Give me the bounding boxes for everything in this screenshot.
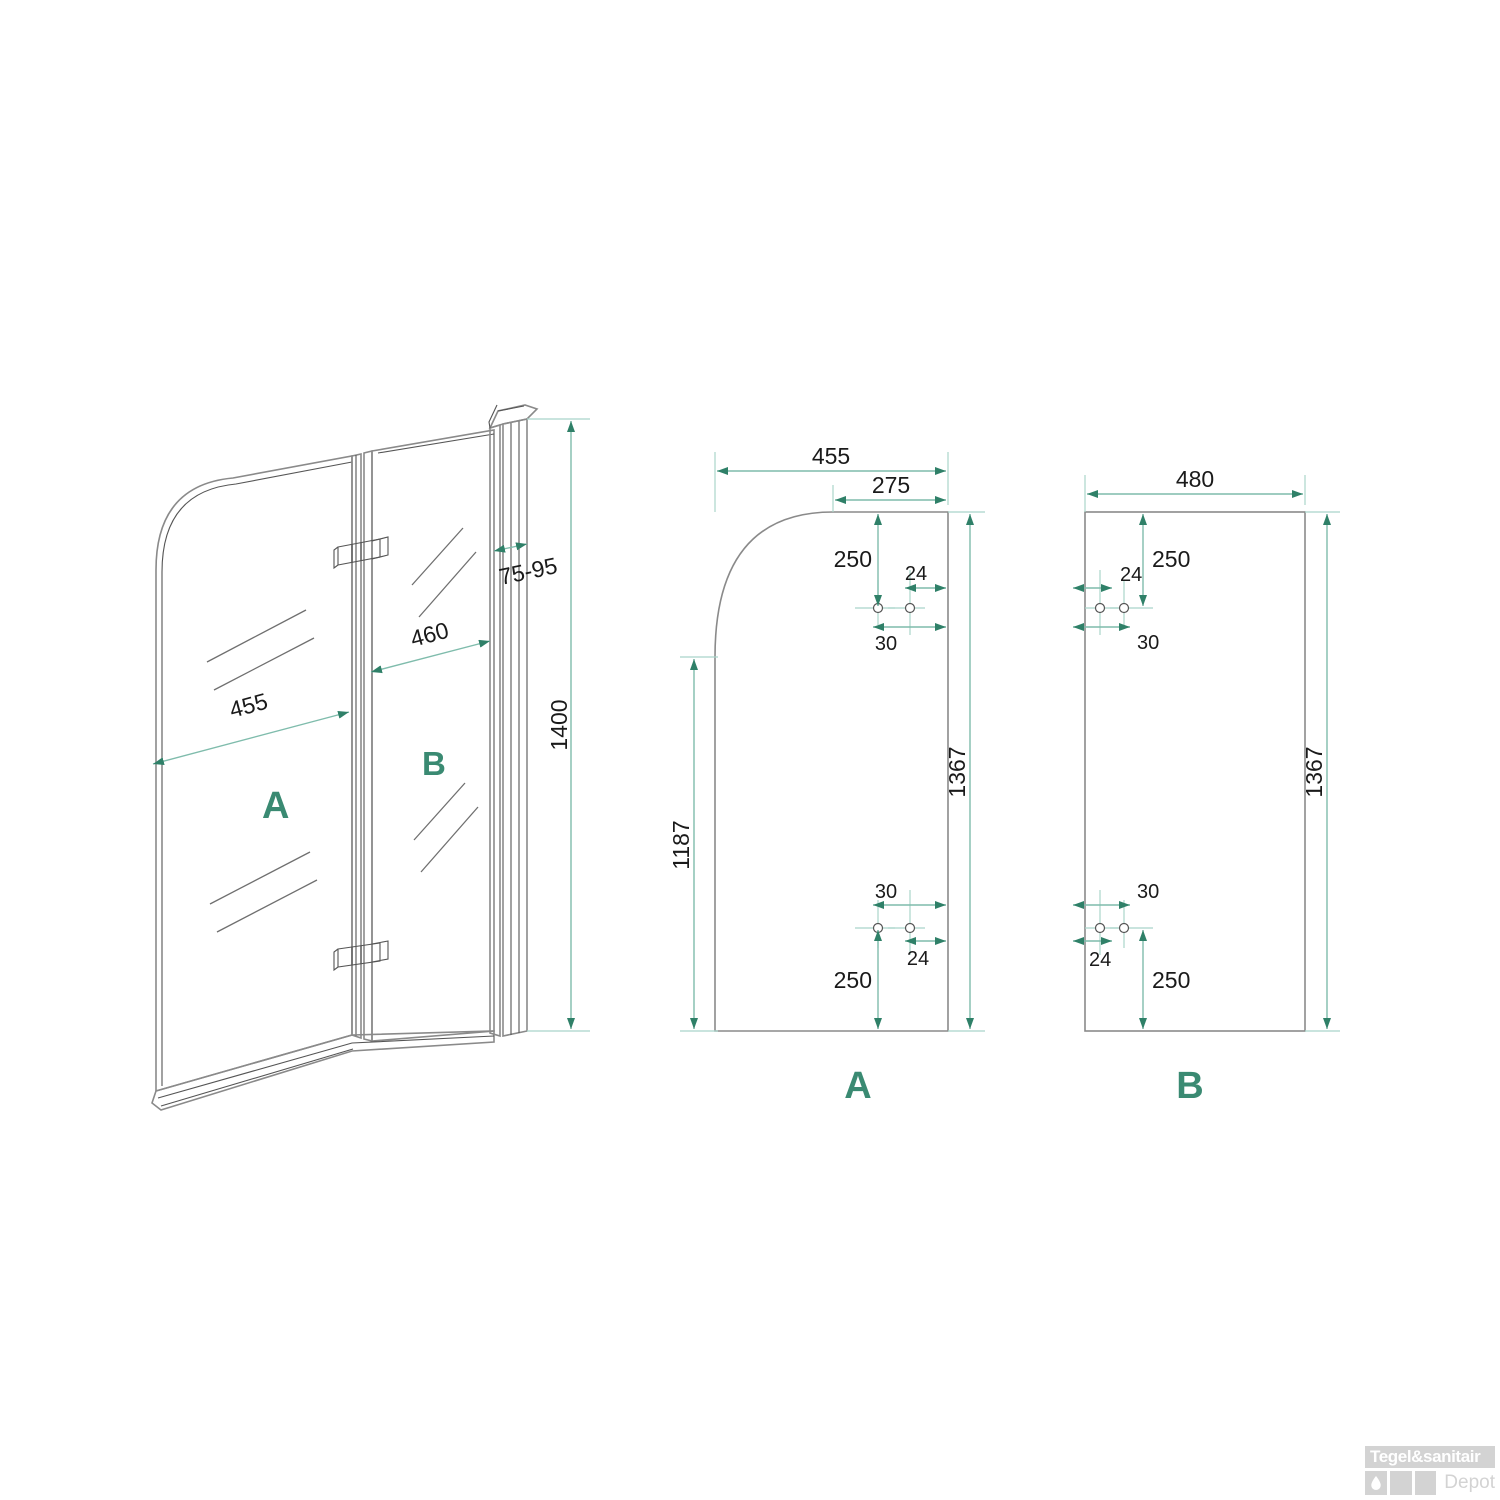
logo-depot-text: Depot	[1444, 1472, 1495, 1493]
dim-label-b-250-top: 250	[1152, 546, 1190, 572]
panel-a-top-hole-right	[904, 602, 916, 614]
assembly-panel-a-label: A	[262, 785, 289, 827]
panel-b-bottom-hole-left	[1094, 922, 1106, 934]
logo-brand-text: Tegel&sanitair	[1365, 1446, 1495, 1468]
dim-label-b-250-bottom: 250	[1152, 967, 1190, 993]
dim-label-b-24-bottom: 24	[1089, 949, 1111, 971]
dim-label-a-24-bottom: 24	[907, 948, 929, 970]
assembly-panel-b-reflections	[411, 527, 479, 873]
dim-label-a-250-bottom: 250	[834, 967, 872, 993]
logo-tile-1	[1365, 1471, 1387, 1495]
dim-label-assembly-455: 455	[227, 688, 271, 723]
assembly-panel-b-glass	[371, 429, 495, 1042]
dim-label-assembly-1400: 1400	[546, 699, 572, 750]
assembly-panel-a-reflections	[206, 609, 318, 933]
dim-label-a-24-top: 24	[905, 563, 927, 585]
dim-label-a-1367: 1367	[944, 746, 970, 797]
assembly-panel-a-inner-edge	[161, 461, 353, 1086]
logo-tile-2	[1389, 1471, 1412, 1495]
dim-line-assembly-7595	[493, 542, 528, 553]
assembly-wall-profile	[502, 418, 528, 1037]
dim-label-a-30-bottom: 30	[875, 881, 897, 903]
panel-b-bottom-hole-right	[1118, 922, 1130, 934]
dim-label-a-30-top: 30	[875, 633, 897, 655]
panel-a-bottom-hole-right	[904, 922, 916, 934]
panel-b-outline	[1084, 511, 1306, 1032]
panel-b-top-hole-right	[1118, 602, 1130, 614]
dim-label-a-1187: 1187	[668, 820, 694, 869]
dim-label-assembly-460: 460	[408, 617, 452, 652]
dim-line-assembly-460	[370, 639, 491, 674]
assembly-view: 455 460 75-95 1400 A B	[151, 404, 590, 1111]
assembly-hinge-upper	[333, 536, 389, 570]
assembly-panel-b-label: B	[422, 745, 446, 782]
dim-label-a-250-top: 250	[834, 546, 872, 572]
dim-label-b-24-top: 24	[1120, 564, 1142, 586]
logo-tiles-row: Depot	[1365, 1471, 1495, 1495]
logo-tile-3	[1414, 1471, 1437, 1495]
assembly-wall-profile-front	[489, 423, 501, 1038]
dim-label-b-30-bottom: 30	[1137, 881, 1159, 903]
panel-b-detail-label: B	[1176, 1065, 1203, 1107]
dim-label-b-480: 480	[1176, 466, 1214, 492]
panel-a-outline	[714, 511, 949, 1032]
dim-label-assembly-7595: 75-95	[497, 552, 560, 590]
panel-a-detail-view: 455 275 1187 1367 250 24	[668, 443, 985, 1107]
panel-b-top-hole-left	[1094, 602, 1106, 614]
dim-label-b-1367: 1367	[1301, 746, 1327, 797]
assembly-hinge-lower	[333, 940, 389, 972]
dim-label-a-455: 455	[812, 443, 850, 469]
dim-label-a-275: 275	[872, 472, 910, 498]
assembly-panel-a-glass	[155, 455, 353, 1093]
assembly-center-post-2	[363, 449, 373, 1043]
water-drop-icon	[1371, 1476, 1381, 1490]
assembly-center-post	[351, 453, 362, 1040]
assembly-bottom-rail	[151, 1030, 495, 1111]
panel-a-detail-label: A	[844, 1065, 871, 1107]
dim-line-assembly-455	[152, 710, 350, 766]
panel-b-detail-view: 480 1367 250 24 30	[1073, 466, 1340, 1107]
brand-logo: Tegel&sanitair Depot	[1365, 1446, 1495, 1495]
dim-label-b-30-top: 30	[1137, 632, 1159, 654]
